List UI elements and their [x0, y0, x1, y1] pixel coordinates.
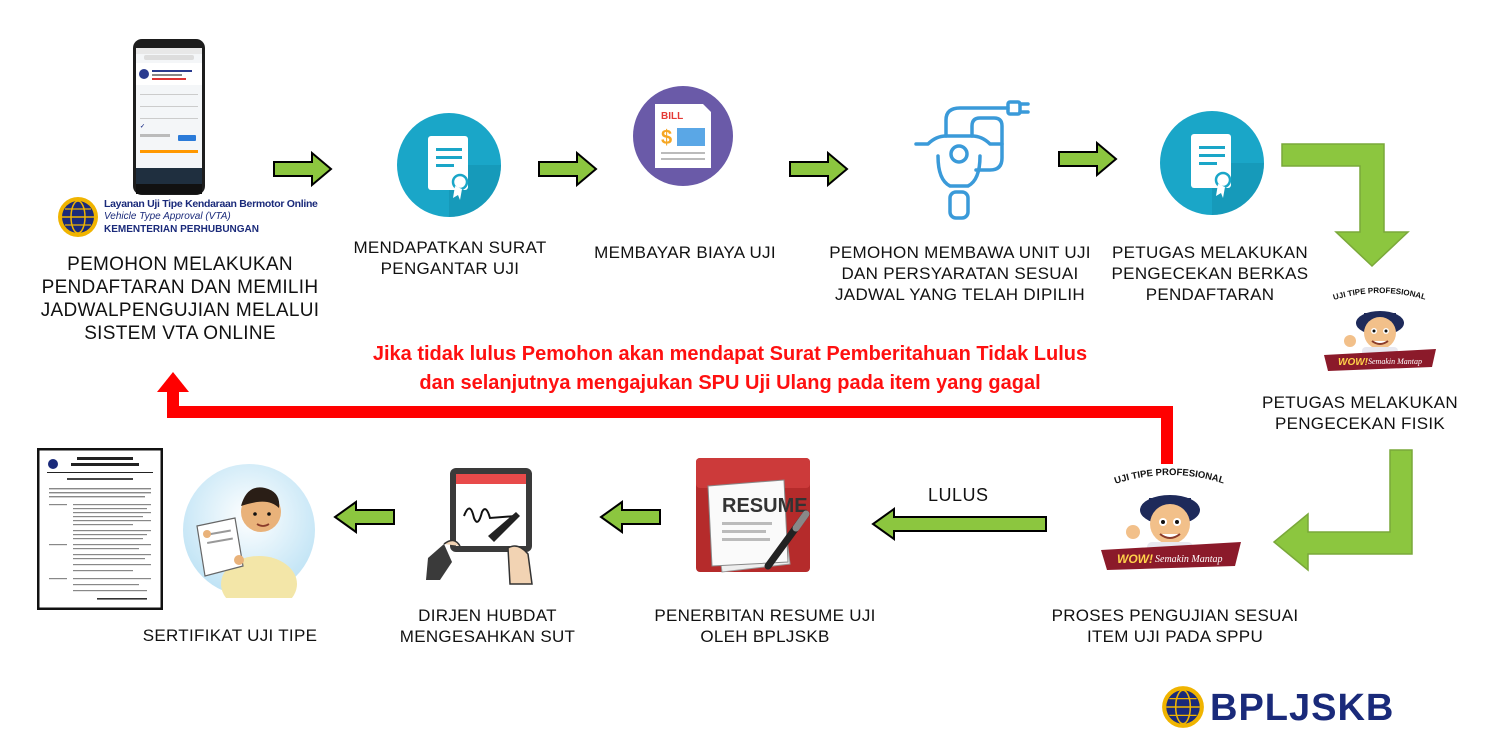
- vta-logo-line3: KEMENTERIAN PERHUBUNGAN: [104, 224, 260, 235]
- step1-line: PEMOHON MELAKUKAN: [67, 254, 293, 275]
- arrow-bend-left-icon: [1272, 449, 1413, 572]
- motorcycle-plug-icon: [914, 100, 1030, 220]
- step7-label: PROSES PENGUJIAN SESUAI ITEM UJI PADA SP…: [1050, 605, 1300, 647]
- arrow-left-icon: [599, 500, 661, 534]
- arrow-right-icon: [789, 150, 849, 188]
- step6-line: PENGECEKAN FISIK: [1274, 414, 1446, 433]
- fail-note-line2: dan selanjutnya mengajukan SPU Uji Ulang…: [419, 372, 1041, 394]
- step3-label: MEMBAYAR BIAYA UJI: [580, 242, 790, 263]
- step5-line: PETUGAS MELAKUKAN: [1112, 243, 1308, 262]
- step5-line: PENDAFTARAN: [1145, 285, 1275, 304]
- mascot-arc-text: UJI TIPE PROFESIONAL: [1113, 467, 1226, 487]
- step10-label: SERTIFIKAT UJI TIPE: [120, 625, 340, 646]
- resume-text: RESUME: [722, 495, 808, 517]
- step5-label: PETUGAS MELAKUKAN PENGECEKAN BERKAS PEND…: [1100, 242, 1320, 305]
- svg-text:UJI TIPE PROFESIONAL: UJI TIPE PROFESIONAL: [1332, 286, 1427, 302]
- mascot-banner-text: Semakin Mantap: [1368, 357, 1422, 366]
- step2-label: MENDAPATKAN SURAT PENGANTAR UJI: [340, 237, 560, 279]
- step1-line: JADWALPENGUJIAN MELALUI: [40, 300, 320, 321]
- lulus-label: LULUS: [928, 485, 989, 505]
- svg-text:✓: ✓: [140, 124, 145, 130]
- step4-label: PEMOHON MEMBAWA UNIT UJI DAN PERSYARATAN…: [820, 242, 1100, 305]
- fail-note-line1: Jika tidak lulus Pemohon akan mendapat S…: [372, 343, 1088, 365]
- fail-loop-arrow-icon: [157, 372, 1173, 464]
- step1-label: PEMOHON MELAKUKAN PENDAFTARAN DAN MEMILI…: [30, 253, 330, 345]
- vta-logo-line2: Vehicle Type Approval (VTA): [104, 211, 231, 222]
- mascot-banner-wow: WOW!: [1117, 552, 1153, 566]
- step1-line: PENDAFTARAN DAN MEMILIH: [41, 277, 319, 298]
- step2-line: MENDAPATKAN SURAT: [353, 238, 547, 257]
- certificate-icon: [1160, 111, 1264, 215]
- globe-emblem-icon: [1162, 686, 1204, 728]
- svg-text:UJI TIPE PROFESIONAL: UJI TIPE PROFESIONAL: [1113, 467, 1226, 487]
- step4-line: PEMOHON MEMBAWA UNIT UJI: [829, 243, 1091, 262]
- vta-logo-line1: Layanan Uji Tipe Kendaraan Bermotor Onli…: [104, 198, 318, 210]
- brand-name: BPLJSKB: [1210, 687, 1395, 729]
- arrow-left-icon: [871, 507, 1047, 541]
- step8-line: OLEH BPLJSKB: [700, 627, 830, 646]
- step5-line: PENGECEKAN BERKAS: [1111, 264, 1309, 283]
- phone-mockup: ✓: [132, 38, 206, 196]
- mascot-bottom: UJI TIPE PROFESIONAL WOW! Semakin Mantap: [1085, 462, 1255, 587]
- step3-line: MEMBAYAR BIAYA UJI: [594, 243, 776, 262]
- step9-label: DIRJEN HUBDAT MENGESAHKAN SUT: [380, 605, 595, 647]
- vta-logo: Layanan Uji Tipe Kendaraan Bermotor Onli…: [56, 195, 318, 243]
- globe-emblem-icon: [58, 197, 98, 237]
- arrow-left-icon: [333, 500, 395, 534]
- step6-line: PETUGAS MELAKUKAN: [1262, 393, 1458, 412]
- arrow-right-icon: [1058, 140, 1118, 178]
- step4-line: JADWAL YANG TELAH DIPILIH: [835, 285, 1085, 304]
- resume-icon: RESUME: [696, 458, 810, 573]
- bill-icon: BILL $: [633, 86, 733, 186]
- mascot-arc-text: UJI TIPE PROFESIONAL: [1332, 286, 1427, 302]
- step7-line: PROSES PENGUJIAN SESUAI: [1051, 606, 1299, 625]
- step10-line: SERTIFIKAT UJI TIPE: [142, 626, 318, 645]
- step8-label: PENERBITAN RESUME UJI OLEH BPLJSKB: [640, 605, 890, 647]
- arrow-bend-down-icon: [1281, 143, 1410, 268]
- step4-line: DAN PERSYARATAN SESUAI: [841, 264, 1079, 283]
- type-certificate-document: [37, 448, 163, 610]
- arrow-right-icon: [273, 150, 333, 188]
- mascot-banner-wow: WOW!: [1338, 357, 1369, 368]
- person-certificate-icon: [183, 464, 315, 598]
- certificate-icon: [397, 113, 501, 217]
- svg-text:$: $: [661, 127, 672, 149]
- bill-text: BILL: [661, 111, 683, 122]
- step1-line: SISTEM VTA ONLINE: [84, 323, 276, 344]
- bpljskb-logo: BPLJSKB: [1160, 684, 1430, 732]
- step9-line: MENGESAHKAN SUT: [399, 627, 576, 646]
- arrow-right-icon: [538, 150, 598, 188]
- mascot-banner-text: Semakin Mantap: [1155, 554, 1223, 565]
- tablet-signature-icon: [426, 468, 533, 585]
- mascot-top: UJI TIPE PROFESIONAL WOW! Semakin Mantap: [1310, 283, 1450, 383]
- step2-line: PENGANTAR UJI: [380, 259, 520, 278]
- step7-line: ITEM UJI PADA SPPU: [1086, 627, 1264, 646]
- step9-line: DIRJEN HUBDAT: [418, 606, 557, 625]
- step8-line: PENERBITAN RESUME UJI: [654, 606, 876, 625]
- step6-label: PETUGAS MELAKUKAN PENGECEKAN FISIK: [1250, 392, 1470, 434]
